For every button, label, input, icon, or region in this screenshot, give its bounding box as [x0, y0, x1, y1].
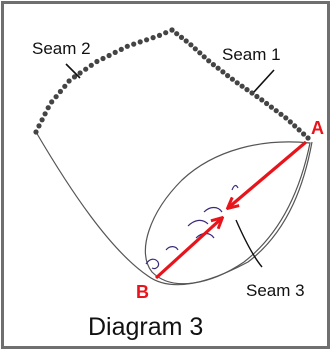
seam-1-stitch-dot	[215, 65, 221, 71]
seam-2-leader	[65, 63, 81, 79]
seam-1-stitch-dot	[244, 87, 250, 93]
outer-panel-outline	[35, 131, 313, 286]
seam-2-stitch-dot	[83, 66, 89, 72]
seam-1-stitch-dot	[283, 115, 289, 121]
seam-1-stitch-dot	[169, 27, 175, 33]
arrow-b	[154, 218, 222, 280]
seam-2-stitch-dot	[144, 37, 150, 43]
seam-2-stitch-dot	[163, 30, 169, 36]
seam-2-stitch-dot	[77, 70, 83, 76]
seam-2-stitch-dot	[112, 49, 118, 56]
seam-2-stitch-dot	[62, 83, 68, 89]
seam-2-stitch-dot	[88, 62, 94, 68]
seam-1-stitch-dot	[292, 123, 298, 129]
seam-1-stitch-dot	[234, 80, 240, 86]
seam-2-stitch-dot	[42, 111, 48, 117]
seam-2-stitch-dot	[57, 88, 64, 95]
arrow-a	[228, 140, 308, 208]
seam-1-stitch-dot	[210, 62, 216, 68]
seam-1-stitch-dot	[259, 97, 265, 103]
seam-1-stitch-dot	[305, 135, 311, 141]
seam-1-leader	[253, 69, 275, 93]
stitch-marks	[145, 184, 239, 270]
seam-1-stitch-dot	[183, 38, 189, 44]
seam-1-line	[169, 27, 311, 141]
seam-2-label: Seam 2	[32, 39, 91, 58]
seam-1-stitch-dot	[296, 127, 302, 133]
seam-1-label: Seam 1	[222, 45, 281, 64]
seam-1-stitch-dot	[197, 50, 203, 56]
seam-2-stitch-dot	[39, 117, 45, 123]
seam-1-stitch-dot	[268, 104, 274, 110]
seam-2-stitch-dot	[124, 43, 130, 49]
seam-1-stitch-dot	[301, 131, 307, 137]
seam-2-stitch-dot	[49, 99, 55, 105]
seam-2-stitch-dot	[94, 58, 100, 65]
seam-2-stitch-dot	[118, 46, 124, 53]
seam-2-stitch-dot	[45, 105, 51, 111]
seam-1-stitch-dot	[188, 42, 194, 48]
seam-2-stitch-dot	[156, 32, 163, 39]
seam-2-stitch-dot	[33, 129, 39, 135]
seam-2-stitch-dot	[106, 52, 112, 59]
seam-2-stitch-dot	[36, 123, 42, 129]
seam-2-stitch-dot	[131, 41, 137, 47]
seam-1-stitch-dot	[249, 90, 255, 96]
seam-2-stitch-dot	[53, 94, 59, 100]
seam-1-stitch-dot	[201, 54, 207, 60]
seam-1-stitch-dot	[239, 83, 245, 89]
point-b-label: B	[136, 282, 149, 302]
seam-3-leader	[235, 219, 263, 268]
seam-1-stitch-dot	[178, 34, 185, 41]
seam-2-stitch-dot	[150, 35, 156, 41]
seam-2-stitch-dot	[100, 55, 106, 62]
seam-1-stitch-dot	[273, 108, 279, 114]
seam-1-stitch-dot	[220, 69, 226, 75]
seam-3-label: Seam 3	[246, 281, 305, 300]
seam-1-stitch-dot	[287, 119, 293, 125]
seam-2-stitch-dot	[66, 78, 72, 84]
point-a-label: A	[311, 118, 324, 138]
inner-pocket-outline	[144, 141, 311, 285]
seam-1-stitch-dot	[278, 111, 284, 117]
seam-2-stitch-dot	[71, 74, 78, 80]
seam-1-stitch-dot	[225, 73, 231, 79]
seam-1-stitch-dot	[192, 46, 198, 52]
seam-1-stitch-dot	[264, 100, 270, 107]
seam-1-stitch-dot	[254, 93, 260, 100]
seam-2-stitch-dot	[137, 39, 143, 45]
seam-1-stitch-dot	[206, 58, 212, 64]
seam-1-stitch-dot	[229, 76, 235, 82]
diagram-title: Diagram 3	[88, 313, 203, 341]
seam-1-stitch-dot	[174, 31, 180, 37]
